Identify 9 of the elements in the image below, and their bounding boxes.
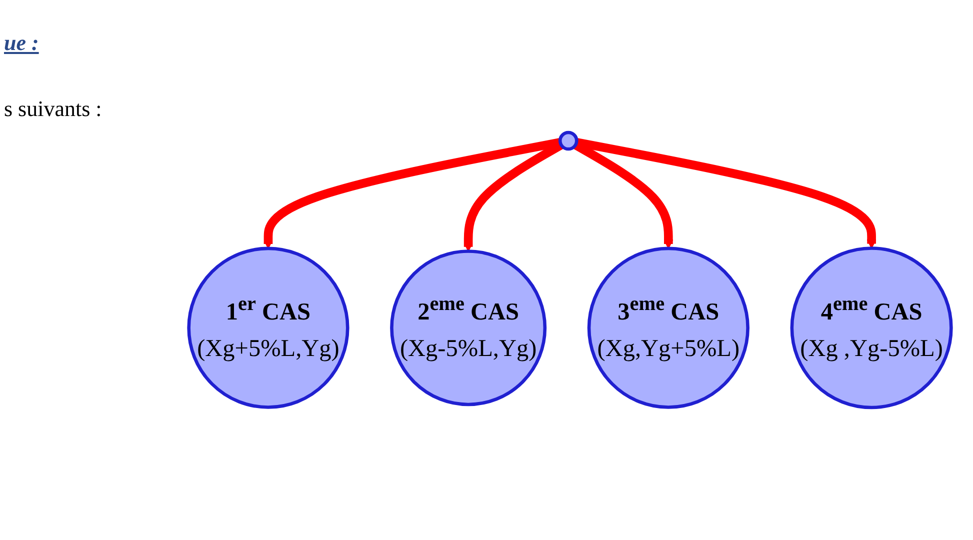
node-circle: [790, 246, 953, 410]
node-circle: [558, 130, 578, 151]
note-text: s suivants :: [4, 96, 102, 122]
node-circle: [390, 250, 547, 406]
diagram-drawing: 3$^{eme}$ CAS (Xg,Yg+5%L) 2$^{eme}$ CAS (Xg-5%L,Yg) 1$^{er}$ CAS (Xg+5%L,Yg) 4$^{eme}$ CAS (Xg ,Yg-5%L): [180, 0, 960, 540]
arrow: [576, 138, 876, 249]
node-circle: [587, 246, 750, 409]
note-text: ue :: [4, 30, 40, 56]
node-circle: [187, 246, 350, 409]
